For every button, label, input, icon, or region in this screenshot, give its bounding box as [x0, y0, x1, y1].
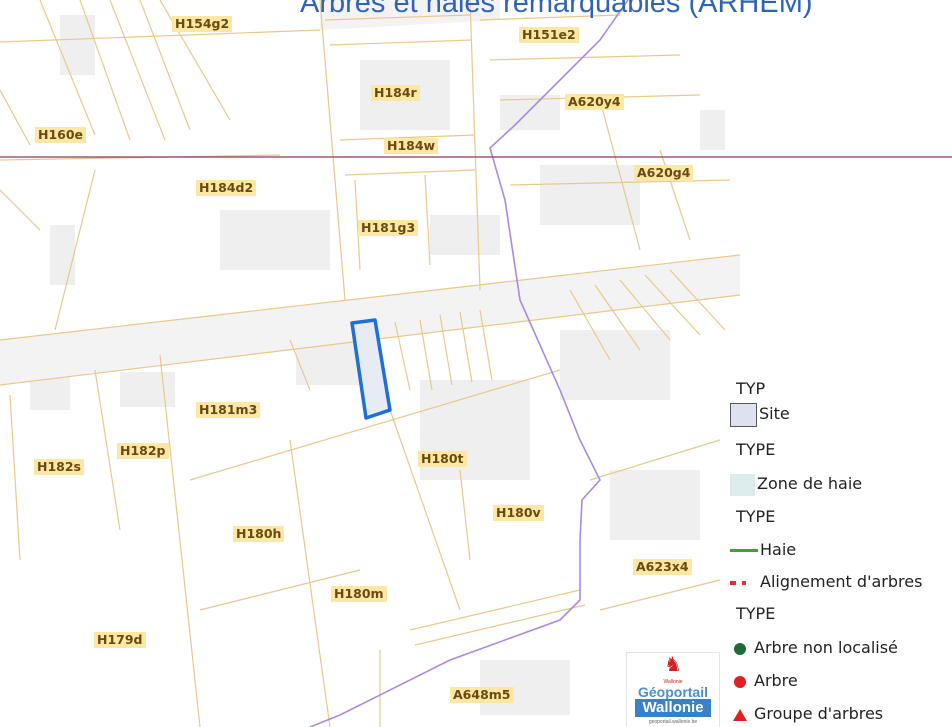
parcel-label[interactable]: H184w — [384, 138, 439, 154]
legend-header: TYPE — [736, 440, 776, 459]
logo-word-geoportail: Géoportail — [637, 684, 708, 700]
parcel-label[interactable]: H180m — [331, 586, 387, 602]
legend-header: TYPE — [736, 604, 776, 623]
parcel-label[interactable]: H184r — [371, 85, 420, 101]
logo-word-wallonie: Wallonie — [635, 699, 711, 717]
legend-label: Arbre — [754, 671, 798, 690]
geoportail-logo[interactable]: ♞ Wallonie Géoportail Wallonie geoportai… — [626, 652, 720, 727]
square-fill-icon — [730, 473, 755, 496]
circle-icon — [734, 675, 746, 688]
legend-item-site[interactable]: Site — [726, 402, 790, 427]
parcel-label[interactable]: H182p — [117, 443, 169, 459]
parcel-label[interactable]: H181g3 — [358, 220, 419, 236]
square-outline-icon — [730, 402, 757, 427]
circle-icon — [734, 642, 746, 655]
legend-label: Haie — [760, 540, 797, 559]
legend-item-groupe-darbres[interactable]: Groupe d'arbres — [726, 702, 883, 726]
legend-label: Site — [759, 404, 790, 423]
parcel-label[interactable]: H184d2 — [196, 180, 257, 196]
site-outline[interactable] — [350, 318, 392, 420]
logo-url-text: geoportail.wallonie.be — [648, 719, 698, 725]
buildings-layer — [30, 15, 725, 715]
legend-label: Zone de haie — [757, 474, 863, 493]
parcel-label[interactable]: A648m5 — [450, 687, 514, 703]
legend-header: TYP — [736, 379, 766, 398]
legend-header: TYPE — [736, 507, 776, 526]
parcel-label[interactable]: H180v — [493, 505, 544, 521]
parcel-label[interactable]: H154g2 — [172, 16, 233, 32]
legend-item-arbre[interactable]: Arbre — [726, 669, 798, 693]
map-title: Arbres et haies remarquables (ARHEM) — [300, 0, 813, 19]
parcel-label[interactable]: H182s — [34, 459, 84, 475]
dashed-line-icon — [730, 580, 758, 585]
triangle-icon — [733, 708, 747, 721]
parcel-label[interactable]: H179d — [94, 632, 146, 648]
parcel-label[interactable]: H151e2 — [519, 27, 579, 43]
rooster-emblem-icon: ♞ — [664, 654, 682, 676]
parcel-label[interactable]: H181m3 — [196, 402, 261, 418]
parcel-label[interactable]: H180h — [233, 526, 285, 542]
legend-label: Groupe d'arbres — [754, 704, 884, 723]
waterway-line — [309, 0, 629, 727]
logo-small-text: Wallonie — [663, 679, 683, 685]
legend-item-zone-de-haie[interactable]: Zone de haie — [726, 472, 862, 496]
line-icon — [730, 549, 758, 552]
parcel-label[interactable]: A623x4 — [633, 559, 692, 575]
parcel-label[interactable]: A620g4 — [634, 165, 694, 181]
parcel-label[interactable]: A620y4 — [565, 94, 624, 110]
legend-item-haie[interactable]: Haie — [726, 538, 796, 562]
legend-label: Alignement d'arbres — [760, 572, 923, 591]
legend-item-arbre-non-localise[interactable]: Arbre non localisé — [726, 636, 898, 660]
legend-item-alignement-darbres[interactable]: Alignement d'arbres — [726, 570, 922, 594]
parcel-label[interactable]: H180t — [418, 451, 467, 467]
parcel-label[interactable]: H160e — [35, 127, 87, 143]
legend-label: Arbre non localisé — [754, 638, 898, 657]
